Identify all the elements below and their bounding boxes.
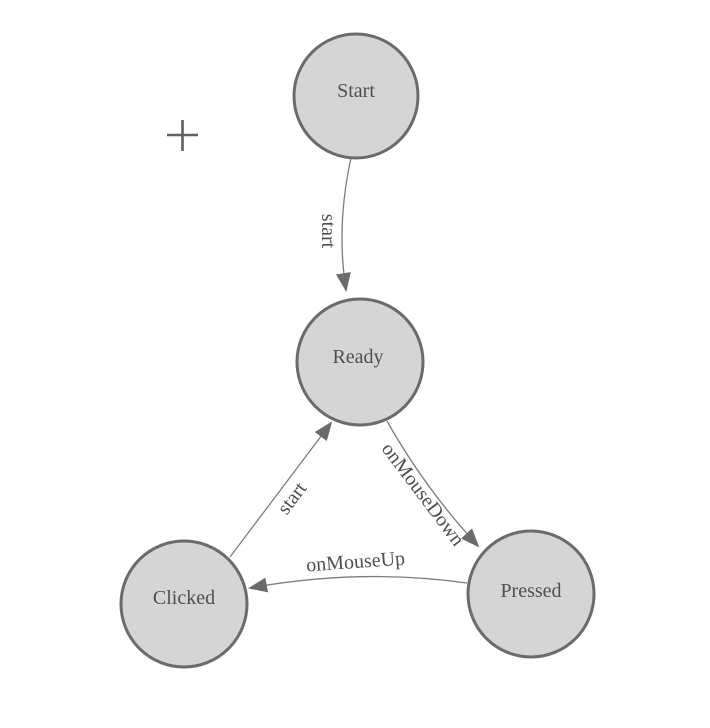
edge-line-clicked-to-ready[interactable] — [229, 421, 333, 558]
node-clicked-circle[interactable] — [119, 539, 249, 669]
node-pressed[interactable]: Pressed — [466, 529, 596, 659]
edge-label-ready-to-pressed: onMouseDown — [377, 439, 469, 551]
node-clicked-label: Clicked — [153, 587, 215, 609]
edge-label-pressed-to-clicked: onMouseUp — [305, 548, 405, 577]
node-start-circle[interactable] — [292, 32, 420, 160]
node-start[interactable]: Start — [292, 32, 420, 160]
edge-label-clicked-to-ready: start — [273, 478, 312, 519]
edge-clicked-to-ready[interactable]: start — [229, 421, 333, 558]
edge-ready-to-pressed[interactable]: onMouseDown — [377, 420, 480, 551]
edge-start-to-ready[interactable]: start — [317, 157, 352, 292]
node-pressed-circle[interactable] — [466, 529, 596, 659]
node-start-label: Start — [337, 80, 375, 102]
edge-line-pressed-to-clicked[interactable] — [248, 575, 468, 593]
edge-line-start-to-ready[interactable] — [335, 157, 352, 292]
node-clicked[interactable]: Clicked — [119, 539, 249, 669]
node-pressed-label: Pressed — [500, 580, 561, 602]
node-ready-label: Ready — [332, 346, 383, 368]
edge-line-ready-to-pressed[interactable] — [386, 420, 480, 548]
node-ready-circle[interactable] — [295, 297, 425, 427]
edge-label-start-to-ready: start — [317, 214, 339, 249]
node-ready[interactable]: Ready — [295, 297, 425, 427]
edge-pressed-to-clicked[interactable]: onMouseUp — [248, 548, 468, 593]
crosshair-cursor — [167, 120, 198, 151]
